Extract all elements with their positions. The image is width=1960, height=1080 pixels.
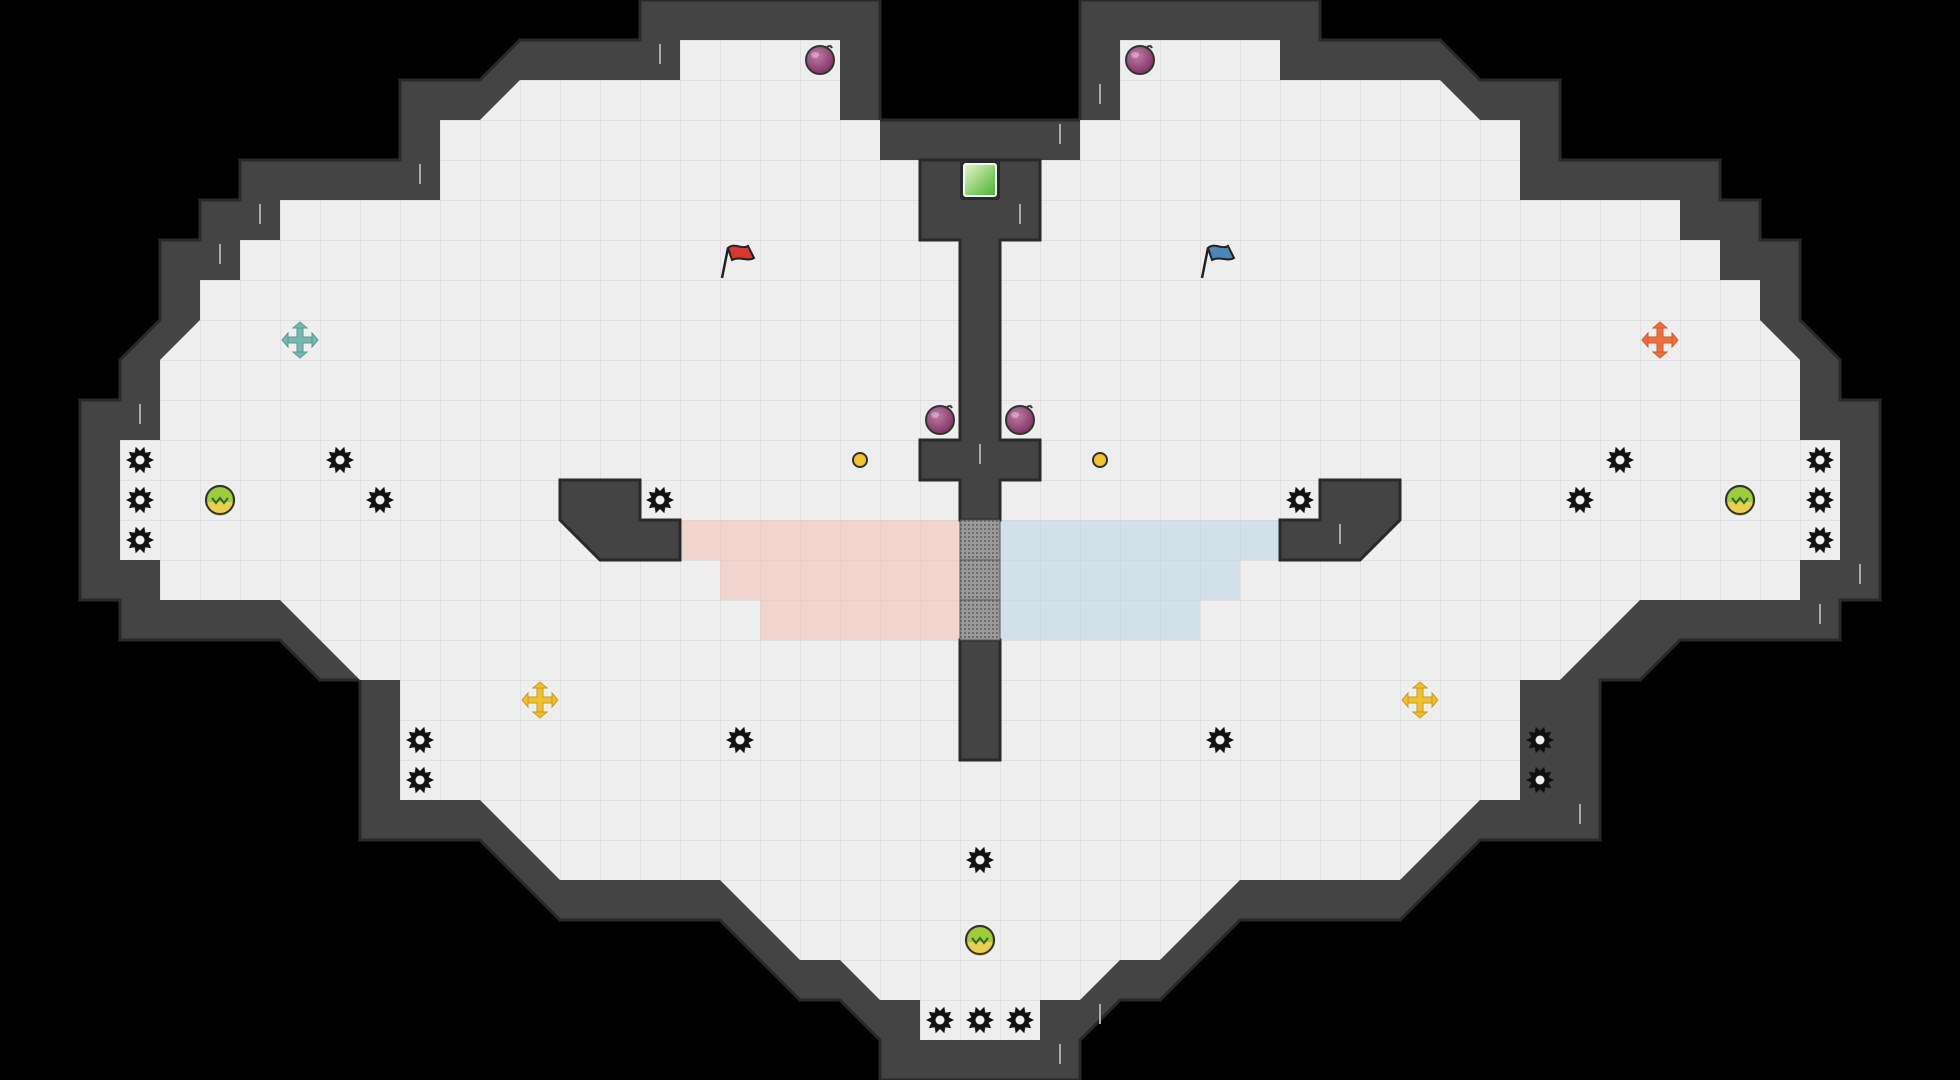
spike-icon bbox=[646, 486, 674, 514]
boost-icon[interactable] bbox=[965, 925, 995, 956]
center-wall bbox=[918, 158, 1042, 762]
bomb-icon[interactable] bbox=[925, 405, 955, 435]
red-flag[interactable] bbox=[720, 244, 756, 279]
spawn-marker-teal bbox=[281, 321, 319, 359]
spike-icon bbox=[326, 446, 354, 474]
spike-icon bbox=[726, 726, 754, 754]
spike-icon bbox=[126, 446, 154, 474]
pickup-dot[interactable] bbox=[1092, 452, 1108, 468]
spike-icon bbox=[1526, 766, 1554, 794]
spike-icon bbox=[1526, 726, 1554, 754]
bomb-icon[interactable] bbox=[1125, 45, 1155, 75]
spike-icon bbox=[966, 846, 994, 874]
spike-icon bbox=[366, 486, 394, 514]
center-gate bbox=[959, 519, 1001, 641]
spawn-marker-orange bbox=[1641, 321, 1679, 359]
spawn-marker-yellow-right bbox=[1401, 681, 1439, 719]
spike-icon bbox=[1206, 726, 1234, 754]
bomb-icon[interactable] bbox=[805, 45, 835, 75]
pickup-dot[interactable] bbox=[852, 452, 868, 468]
spike-icon bbox=[126, 486, 154, 514]
right-ledge-wall bbox=[1278, 478, 1402, 562]
left-ledge-wall bbox=[558, 478, 682, 562]
spike-icon bbox=[1806, 486, 1834, 514]
spike-icon bbox=[1806, 446, 1834, 474]
spawn-marker-yellow-left bbox=[521, 681, 559, 719]
spike-icon bbox=[1806, 526, 1834, 554]
blue-flag[interactable] bbox=[1200, 244, 1236, 279]
boost-icon[interactable] bbox=[205, 485, 235, 516]
spike-icon bbox=[1006, 1006, 1034, 1034]
spike-icon bbox=[966, 1006, 994, 1034]
spike-icon bbox=[926, 1006, 954, 1034]
spike-icon bbox=[126, 526, 154, 554]
spike-icon bbox=[406, 726, 434, 754]
spike-icon bbox=[406, 766, 434, 794]
spike-icon bbox=[1286, 486, 1314, 514]
boost-icon[interactable] bbox=[1725, 485, 1755, 516]
spike-icon bbox=[1566, 486, 1594, 514]
portal-tile[interactable] bbox=[960, 160, 1000, 200]
spike-icon bbox=[1606, 446, 1634, 474]
bomb-icon[interactable] bbox=[1005, 405, 1035, 435]
